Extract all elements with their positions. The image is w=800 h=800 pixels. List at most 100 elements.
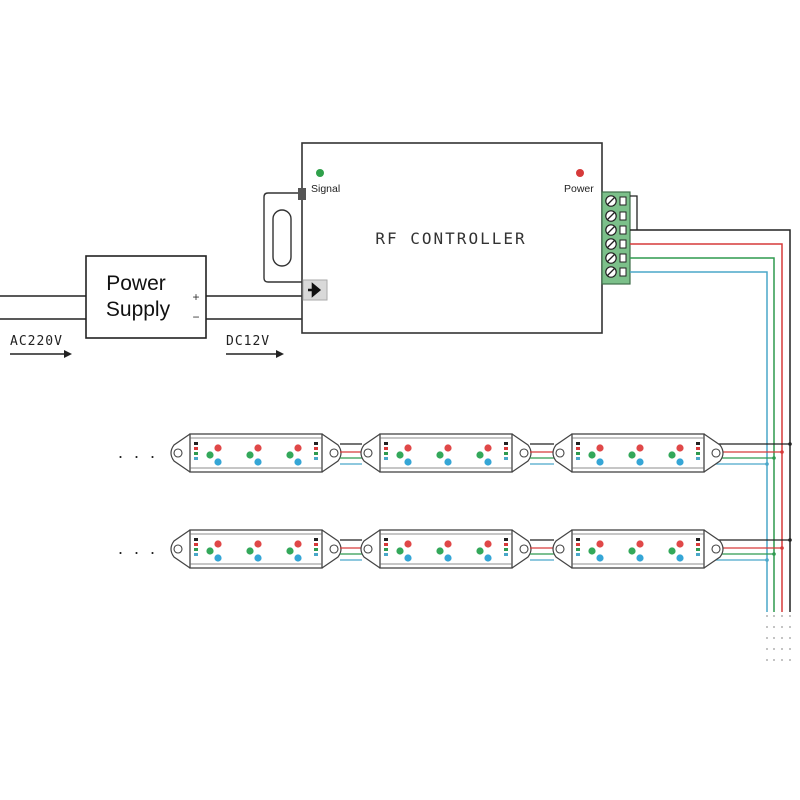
terminal-block [601, 191, 638, 285]
power-supply-label-2: Supply [106, 298, 171, 321]
mounting-hole [173, 448, 183, 458]
green-led-icon [628, 451, 636, 459]
mounting-hole [711, 448, 721, 458]
controller-title: RF CONTROLLER [375, 229, 526, 248]
mounting-hole [555, 448, 565, 458]
green-led-icon [206, 547, 214, 555]
mounting-hole [363, 544, 373, 554]
green-led-icon [668, 451, 676, 459]
signal-label: Signal [311, 183, 340, 195]
dc-output-wires [206, 295, 304, 320]
power-led-icon [576, 169, 584, 177]
led-strips [170, 433, 792, 569]
rf-controller: Signal Power RF CONTROLLER [298, 142, 603, 334]
mounting-hole [329, 544, 339, 554]
green-led-icon [588, 547, 596, 555]
green-led-icon [286, 451, 294, 459]
led-strip-row [170, 433, 792, 473]
rf-receiver [263, 192, 302, 283]
red-led-icon [254, 540, 262, 548]
blue-led-icon [404, 458, 412, 466]
led-strip-segment [552, 433, 724, 473]
green-led-icon [396, 451, 404, 459]
power-supply-box [85, 255, 207, 339]
screw-terminal-icon [605, 210, 627, 222]
led-strip-segment [360, 433, 554, 473]
led-strip-segment [170, 433, 362, 473]
ac-input-wires [0, 295, 86, 320]
plus-terminal-label: + [192, 290, 199, 304]
power-supply-label-1: Power [106, 272, 166, 295]
ac-label: AC220V [10, 334, 63, 349]
blue-led-icon [294, 458, 302, 466]
green-led-icon [246, 451, 254, 459]
red-led-icon [404, 540, 412, 548]
mounting-hole [555, 544, 565, 554]
blue-led-icon [404, 554, 412, 562]
controller-box [301, 142, 603, 334]
red-led-icon [484, 444, 492, 452]
green-led-icon [476, 451, 484, 459]
mounting-hole [363, 448, 373, 458]
red-led-icon [254, 444, 262, 452]
mounting-hole [711, 544, 721, 554]
green-led-icon [668, 547, 676, 555]
dc-voltage-label: DC12V [226, 334, 284, 358]
green-led-icon [436, 451, 444, 459]
blue-led-icon [596, 554, 604, 562]
power-supply: Power Supply + − [85, 255, 207, 339]
green-led-icon [476, 547, 484, 555]
signal-led-icon [316, 169, 324, 177]
antenna-slot [272, 209, 292, 267]
ac-arrow-icon [64, 350, 72, 358]
led-strip-segment [170, 529, 362, 569]
red-led-icon [596, 444, 604, 452]
minus-terminal-label: − [192, 310, 199, 324]
output-wires [630, 229, 791, 612]
screw-terminal-icon [605, 266, 627, 278]
red-led-icon [404, 444, 412, 452]
screw-terminal-icon [605, 238, 627, 250]
bus-continuation-dots [766, 615, 791, 661]
power-label: Power [564, 183, 594, 195]
led-strip-segment [360, 529, 554, 569]
blue-led-icon [484, 458, 492, 466]
blue-led-icon [214, 554, 222, 562]
green-led-icon [286, 547, 294, 555]
red-led-icon [676, 540, 684, 548]
dc-label: DC12V [226, 334, 270, 349]
red-led-icon [484, 540, 492, 548]
screw-terminal-icon [605, 252, 627, 264]
blue-led-icon [254, 554, 262, 562]
dc-arrow-icon [276, 350, 284, 358]
ac-voltage-label: AC220V [10, 334, 72, 358]
red-led-icon [636, 444, 644, 452]
red-led-icon [596, 540, 604, 548]
blue-led-icon [676, 554, 684, 562]
strip-ellipsis-row-1: . . . [118, 442, 158, 462]
screw-terminal-icon [605, 224, 627, 236]
led-strip-row [170, 529, 792, 569]
blue-led-icon [444, 554, 452, 562]
signal-connector [298, 188, 306, 200]
red-led-icon [636, 540, 644, 548]
blue-led-icon [214, 458, 222, 466]
blue-led-icon [676, 458, 684, 466]
red-led-icon [214, 444, 222, 452]
blue-led-icon [484, 554, 492, 562]
led-strip-segment [552, 529, 724, 569]
green-led-icon [246, 547, 254, 555]
blue-led-icon [636, 458, 644, 466]
blue-led-icon [254, 458, 262, 466]
red-led-icon [294, 540, 302, 548]
screw-terminal-icon [605, 195, 627, 207]
blue-led-icon [294, 554, 302, 562]
blue-led-icon [636, 554, 644, 562]
green-led-icon [396, 547, 404, 555]
green-led-icon [436, 547, 444, 555]
red-led-icon [444, 540, 452, 548]
mounting-hole [519, 544, 529, 554]
red-led-icon [214, 540, 222, 548]
green-led-icon [588, 451, 596, 459]
